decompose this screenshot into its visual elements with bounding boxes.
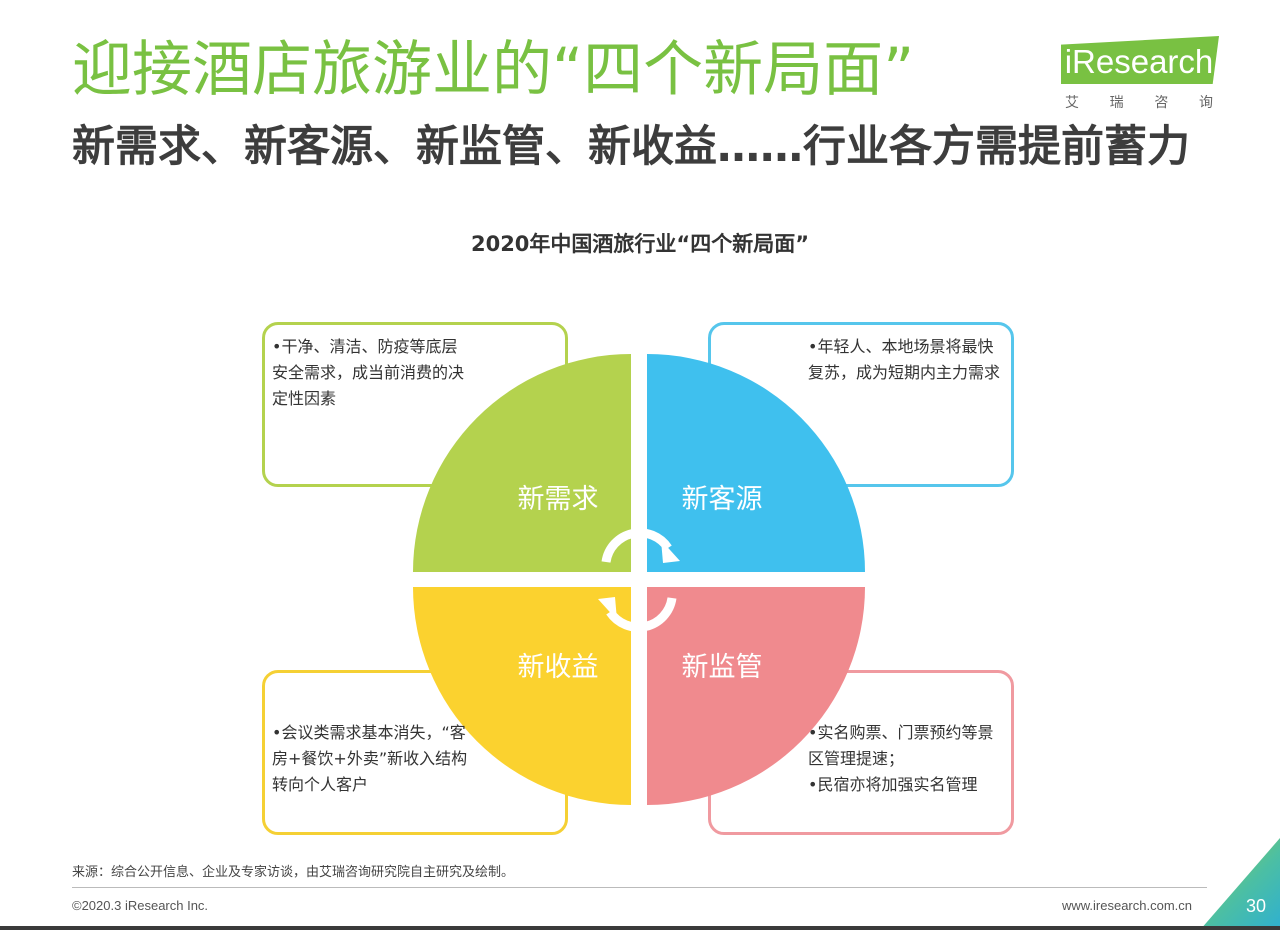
copyright-text: ©2020.3 iResearch Inc.	[72, 898, 209, 913]
quadrant-top-left	[413, 354, 631, 572]
footer-divider	[72, 887, 1207, 888]
diagram-title: 2020年中国酒旅行业“四个新局面”	[470, 232, 810, 256]
logo-flag-shape	[1061, 36, 1219, 84]
bullet-text: •干净、清洁、防疫等底层安全需求，成当前消费的决定性因素	[272, 337, 465, 408]
page-subtitle: 新需求、新客源、新监管、新收益……行业各方需提前蓄力	[72, 122, 1190, 172]
logo-cn-char: 询	[1198, 95, 1215, 111]
new-demand-description: •干净、清洁、防疫等底层安全需求，成当前消费的决定性因素	[272, 334, 472, 412]
new-revenue-description: •会议类需求基本消失，“客房+餐饮+外卖”新收入结构转向个人客户	[272, 720, 472, 798]
page-number: 30	[1245, 896, 1266, 916]
page-title: 迎接酒店旅游业的“四个新局面”	[72, 35, 915, 105]
bullet-text: •实名购票、门票预约等景区管理提速；	[808, 723, 994, 768]
quadrant-label-new-customers: 新客源	[681, 484, 763, 515]
quadrant-label-new-regulation: 新监管	[681, 652, 763, 683]
quadrant-bottom-right	[647, 587, 865, 805]
quadrant-top-right	[647, 354, 865, 572]
new-customers-description: •年轻人、本地场景将最快复苏，成为短期内主力需求	[808, 334, 1004, 386]
logo-cn-char: 瑞	[1109, 95, 1126, 111]
logo-cn-char: 艾	[1065, 95, 1081, 111]
logo-chinese-name: 艾 瑞 咨 询	[1055, 92, 1225, 112]
iresearch-logo: iResearch 艾 瑞 咨 询	[1055, 34, 1225, 114]
new-regulation-description: •实名购票、门票预约等景区管理提速； •民宿亦将加强实名管理	[808, 720, 1008, 798]
quadrant-label-new-revenue: 新收益	[517, 652, 599, 683]
bottom-bar	[0, 926, 1280, 930]
bullet-text: •民宿亦将加强实名管理	[808, 775, 978, 794]
bullet-text: •年轻人、本地场景将最快复苏，成为短期内主力需求	[808, 337, 1001, 382]
logo-text: iResearch	[1064, 43, 1214, 80]
bullet-text: •会议类需求基本消失，“客房+餐饮+外卖”新收入结构转向个人客户	[272, 723, 468, 794]
logo-cn-char: 咨	[1154, 95, 1171, 111]
cycle-arrows-icon	[601, 528, 677, 632]
website-link[interactable]: www.iresearch.com.cn	[1061, 898, 1192, 913]
quadrant-label-new-demand: 新需求	[517, 484, 599, 515]
source-note: 来源：综合公开信息、企业及专家访谈，由艾瑞咨询研究院自主研究及绘制。	[72, 865, 515, 880]
quadrant-bottom-left	[413, 587, 631, 805]
cycle-arrowhead-icon	[598, 597, 617, 620]
cycle-arrowhead-icon	[661, 540, 680, 563]
